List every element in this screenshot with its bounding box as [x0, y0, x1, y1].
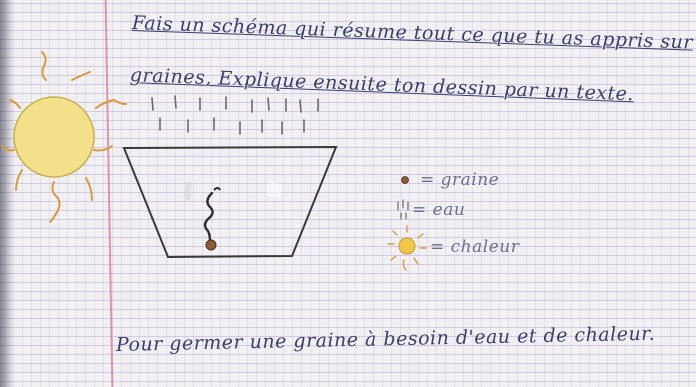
legend-heat-label: = chaleur [430, 237, 520, 257]
sun-disc [13, 96, 95, 178]
sun-ray [9, 99, 21, 109]
legend-seed-label: = graine [420, 170, 500, 190]
sun-ray [85, 177, 93, 201]
sprout-drawing [203, 187, 221, 251]
seed [205, 239, 217, 251]
page-edge-shadow [0, 0, 14, 387]
pot-drawing [122, 145, 338, 259]
sun-ray [49, 181, 61, 223]
sun-ray [41, 51, 47, 81]
sun-ray [71, 71, 91, 81]
legend-water-label: = eau [412, 200, 466, 220]
sun-ray [93, 145, 113, 152]
legend-seed-icon [401, 176, 409, 184]
legend-water-icon [397, 199, 409, 220]
sun-ray [1, 145, 15, 152]
sun-ray [15, 169, 23, 191]
water-drops [151, 95, 319, 135]
legend-sun-icon [387, 225, 427, 271]
sun-drawing [1, 51, 127, 223]
sun-ray [95, 98, 127, 109]
